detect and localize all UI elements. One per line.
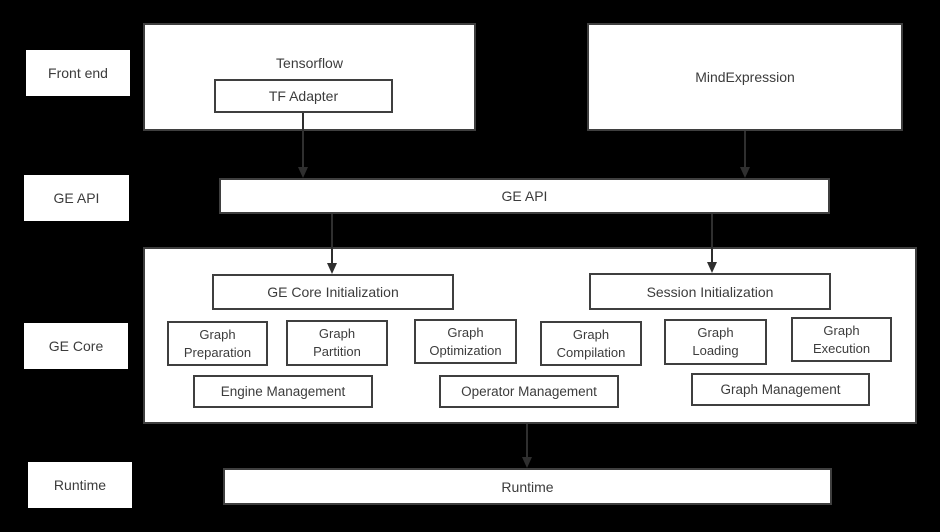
- row-label-ge-api: GE API: [24, 175, 129, 221]
- arrow-ge-api-to-ge-core-initialization: [327, 214, 337, 274]
- graph-partition-box: Graph Partition: [286, 320, 388, 366]
- graph-loading-box: Graph Loading: [664, 319, 767, 365]
- arrow-mindexpression-to-ge-api: [740, 131, 750, 178]
- row-label-runtime: Runtime: [28, 462, 132, 508]
- session-initialization-box: Session Initialization: [589, 273, 831, 310]
- graph-execution-box: Graph Execution: [791, 317, 892, 362]
- row-label-front-end: Front end: [26, 50, 130, 96]
- tf-adapter-box: TF Adapter: [214, 79, 393, 113]
- runtime-bar: Runtime: [223, 468, 832, 505]
- row-label-ge-core-text: GE Core: [48, 338, 104, 354]
- mindexpression-label: MindExpression: [695, 69, 795, 85]
- ge-core-box: GE Core Initialization Session Initializ…: [143, 247, 917, 424]
- graph-loading-line1: Graph: [697, 325, 734, 341]
- graph-preparation-line2: Preparation: [183, 344, 252, 360]
- ge-api-bar: GE API: [219, 178, 830, 214]
- row-label-ge-core: GE Core: [24, 323, 128, 369]
- graph-management-box: Graph Management: [691, 373, 870, 406]
- tensorflow-box: Tensorflow TF Adapter: [143, 23, 476, 131]
- arrow-ge-api-to-session-initialization: [707, 214, 717, 273]
- row-label-front-end-text: Front end: [48, 65, 108, 81]
- ge-api-bar-label: GE API: [501, 188, 548, 204]
- graph-compilation-line1: Graph: [572, 326, 610, 342]
- graph-optimization-line2: Optimization: [429, 342, 502, 358]
- mindexpression-box: MindExpression: [587, 23, 903, 131]
- graph-preparation-line1: Graph: [199, 326, 236, 342]
- graph-partition-line1: Graph: [318, 326, 356, 342]
- operator-management-label: Operator Management: [461, 384, 597, 399]
- graph-optimization-line1: Graph: [447, 324, 484, 340]
- graph-execution-line2: Execution: [812, 340, 871, 356]
- ge-core-initialization-label: GE Core Initialization: [267, 284, 399, 300]
- tf-adapter-label: TF Adapter: [268, 88, 339, 104]
- graph-partition-line2: Partition: [313, 344, 361, 359]
- operator-management-box: Operator Management: [439, 375, 619, 408]
- ge-core-initialization-box: GE Core Initialization: [212, 274, 454, 310]
- engine-management-label: Engine Management: [220, 384, 346, 399]
- graph-preparation-box: Graph Preparation: [167, 321, 268, 366]
- runtime-bar-label: Runtime: [501, 478, 554, 495]
- graph-optimization-box: Graph Optimization: [414, 319, 517, 364]
- graph-loading-line2: Loading: [692, 343, 739, 358]
- arrow-ge-core-to-runtime: [522, 424, 532, 468]
- graph-compilation-line2: Compilation: [556, 344, 626, 360]
- engine-management-box: Engine Management: [193, 375, 373, 408]
- graph-compilation-box: Graph Compilation: [540, 321, 642, 366]
- row-label-runtime-text: Runtime: [53, 477, 107, 493]
- session-initialization-label: Session Initialization: [646, 283, 774, 300]
- row-label-ge-api-text: GE API: [53, 190, 100, 206]
- graph-management-label: Graph Management: [720, 382, 841, 397]
- tensorflow-label: Tensorflow: [276, 55, 343, 71]
- graph-execution-line1: Graph: [823, 322, 860, 338]
- arrow-tf-adapter-to-ge-api: [298, 113, 308, 178]
